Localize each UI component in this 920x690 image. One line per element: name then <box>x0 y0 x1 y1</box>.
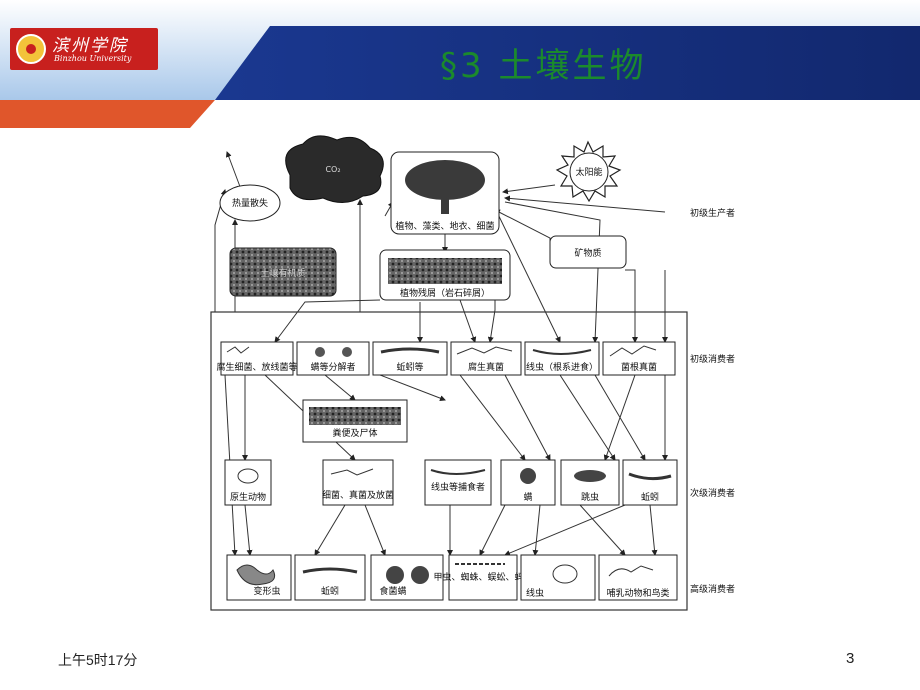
springtail-node: 跳虫 <box>560 459 620 506</box>
heat-loss-label: 热量散失 <box>232 197 268 209</box>
primary-producer-label: 初级生产者 <box>690 207 735 219</box>
mites-decomposers-node: 螨等分解者 <box>296 341 370 376</box>
co2-label: CO₂ <box>325 165 340 174</box>
mammals-birds-label: 哺乳动物和鸟类 <box>606 587 669 599</box>
earthworm-node-1: 蚯蚓等 <box>372 341 448 376</box>
university-emblem-icon <box>16 34 46 64</box>
heat-loss-node: 热量散失 <box>219 184 281 222</box>
soil-food-web-diagram: CO₂ 太阳能 热量散失 植物、藻类、地衣、细菌 矿物质 土壤有机质 植物残屑（… <box>210 135 735 611</box>
protozoa-node: 原生动物 <box>224 459 272 506</box>
organic-matter-label: 土壤有机质 <box>260 267 305 279</box>
saprophytic-fungi-node: 腐生真菌 <box>450 341 522 376</box>
footer-time: 上午5时17分 <box>58 652 138 668</box>
organic-matter-node: 土壤有机质 <box>229 247 337 297</box>
bacteria-fungi-node: 细菌、真菌及放菌 <box>322 459 394 506</box>
amoeba-label: 变形虫 <box>253 585 280 597</box>
sun-label: 太阳能 <box>575 166 602 178</box>
consumer-frame <box>210 311 688 611</box>
page-number: 3 <box>846 650 855 667</box>
university-logo: 滨州学院 Binzhou University <box>10 28 158 70</box>
nematode-predator-label: 线虫等捕食者 <box>431 481 485 493</box>
higher-consumers-row: 变形虫 蚯蚓 食菌螨 甲虫、蜘蛛、蜈蚣、蚂蚁 线虫 哺乳动物和鸟类 <box>226 554 678 601</box>
fungivorous-mite-label: 食菌螨 <box>379 585 406 597</box>
nematode-label-3: 线虫 <box>526 587 544 599</box>
insects-node: 甲虫、蜘蛛、蜈蚣、蚂蚁 <box>433 554 533 601</box>
amoeba-node: 变形虫 <box>226 554 292 601</box>
secondary-consumers-row: 原生动物 细菌、真菌及放菌 线虫等捕食者 螨 跳虫 蚯蚓 <box>224 459 678 506</box>
primary-consumers-row: 腐生细菌、放线菌等 螨等分解者 蚯蚓等 腐生真菌 线虫（根系进食） 菌根真菌 <box>216 341 676 376</box>
co2-cloud: CO₂ <box>285 135 384 203</box>
nematode-predator-node: 线虫等捕食者 <box>424 459 492 506</box>
earthworm-label-3: 蚯蚓 <box>321 586 339 597</box>
insects-label: 甲虫、蜘蛛、蜈蚣、蚂蚁 <box>433 571 532 583</box>
producers-node: 植物、藻类、地衣、细菌 <box>390 151 500 235</box>
logo-chinese-name: 滨州学院 <box>52 36 128 56</box>
plant-residue-label: 植物残屑（岩石碎屑） <box>400 287 490 299</box>
root-feeding-nematode-label: 线虫（根系进食） <box>526 361 598 373</box>
protozoa-label: 原生动物 <box>230 491 266 503</box>
saprophytic-bacteria-label: 腐生细菌、放线菌等 <box>216 361 297 373</box>
plant-residue-node: 植物残屑（岩石碎屑） <box>379 249 511 301</box>
saprophytic-fungi-label: 腐生真菌 <box>468 361 504 373</box>
springtail-label: 跳虫 <box>581 491 599 503</box>
header-banner: 滨州学院 Binzhou University §3 土壤生物 <box>0 0 920 128</box>
mammals-birds-node: 哺乳动物和鸟类 <box>598 554 678 601</box>
feces-label: 粪便及尸体 <box>332 427 377 439</box>
header-background <box>0 0 920 128</box>
nematode-node-3: 线虫 <box>520 554 596 601</box>
primary-consumer-label: 初级消费者 <box>690 353 735 365</box>
minerals-label: 矿物质 <box>574 247 601 259</box>
mycorrhizal-fungi-node: 菌根真菌 <box>602 341 676 376</box>
mites-decomposers-label: 螨等分解者 <box>310 361 355 373</box>
sun-icon: 太阳能 <box>555 140 622 203</box>
bacteria-fungi-label: 细菌、真菌及放菌 <box>322 489 394 501</box>
earthworm-node-3: 蚯蚓 <box>294 554 366 601</box>
earthworm-node-2: 蚯蚓 <box>622 459 678 506</box>
root-feeding-nematode-node: 线虫（根系进食） <box>524 341 600 376</box>
mite-label: 螨 <box>523 492 532 503</box>
saprophytic-bacteria-node: 腐生细菌、放线菌等 <box>216 341 298 376</box>
producers-label: 植物、藻类、地衣、细菌 <box>395 220 494 232</box>
minerals-node: 矿物质 <box>549 235 627 269</box>
mycorrhizal-fungi-label: 菌根真菌 <box>621 361 657 373</box>
higher-consumer-label: 高级消费者 <box>690 583 735 595</box>
fungivorous-mite-node: 食菌螨 <box>370 554 444 601</box>
earthworm-label-2: 蚯蚓 <box>641 492 659 503</box>
feces-node: 粪便及尸体 <box>302 399 408 443</box>
earthworm-label-1: 蚯蚓等 <box>396 361 423 373</box>
slide-title: §3 土壤生物 <box>440 46 647 86</box>
logo-english-name: Binzhou University <box>54 54 132 63</box>
secondary-consumer-label: 次级消费者 <box>690 487 735 499</box>
mite-node: 螨 <box>500 459 556 506</box>
